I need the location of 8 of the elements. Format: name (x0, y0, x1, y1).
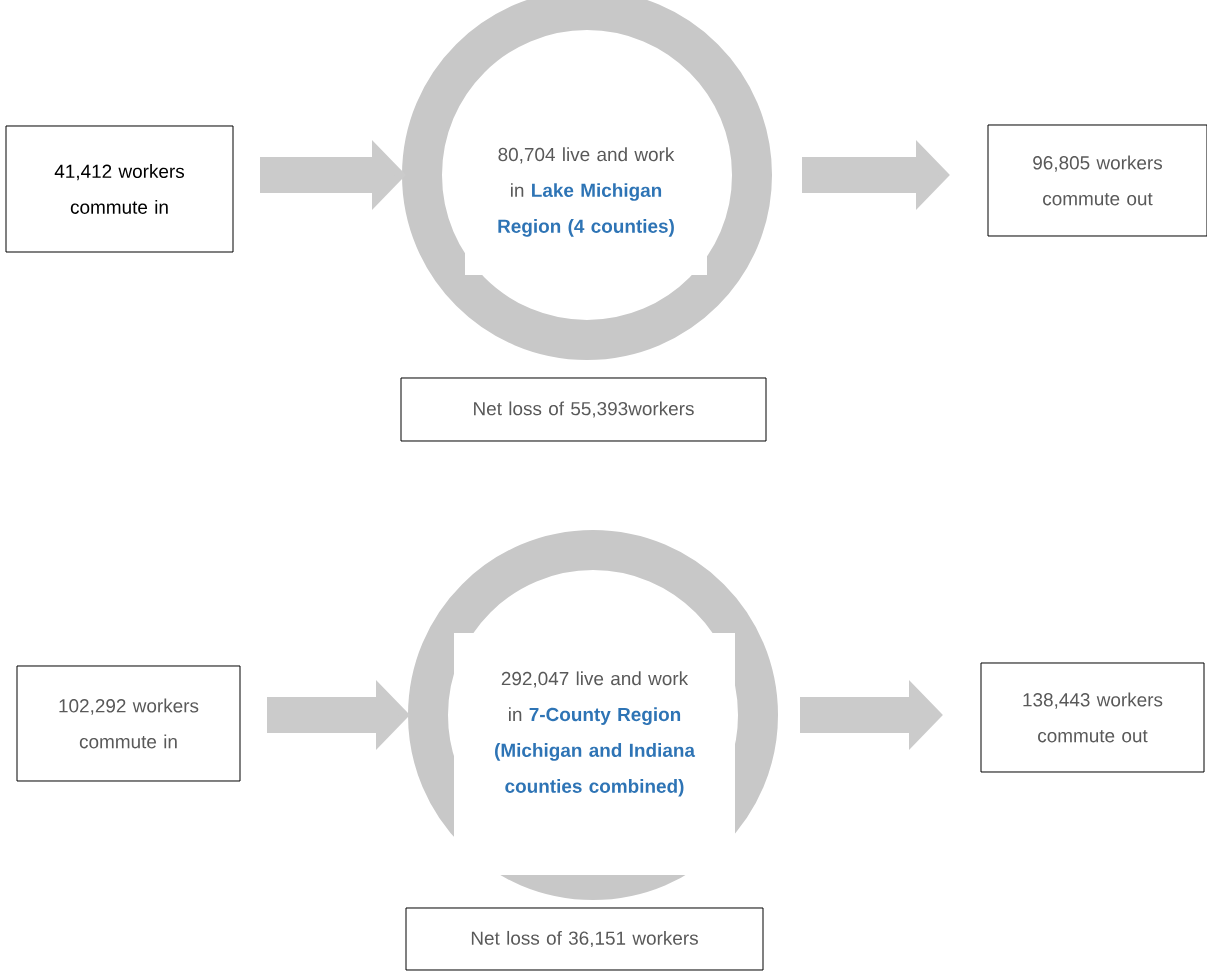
text-box: 102,292 workers commute in (16, 665, 241, 782)
text-panel: 292,047 live and work in 7-County Region (Michigan and Indiana counties combined) (454, 633, 735, 875)
text-box: 138,443 workers commute out (980, 662, 1205, 773)
text-box: Net loss of 36,151 workers (405, 907, 764, 971)
text-panel: 80,704 live and work in Lake Michigan Region (4 counties) (465, 110, 707, 275)
text-box: Net loss of 55,393workers (400, 377, 767, 442)
text-box: 41,412 workers commute in (5, 125, 234, 253)
text-box: 96,805 workers commute out (987, 124, 1207, 237)
